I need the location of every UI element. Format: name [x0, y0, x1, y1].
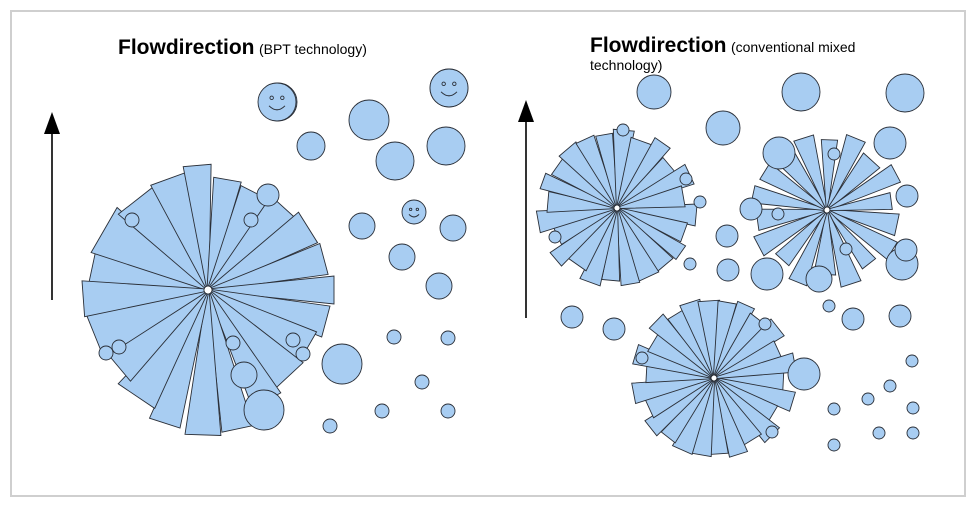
- floc-spoke: [81, 280, 205, 318]
- left-title-rest: (BPT technology): [258, 41, 367, 57]
- floc-spoke: [716, 352, 797, 379]
- particle: [716, 258, 740, 282]
- particle: [895, 184, 919, 208]
- smiley-eye: [452, 81, 457, 86]
- particle: [388, 243, 416, 271]
- left-large-floc: [81, 163, 335, 436]
- particle: [750, 257, 784, 291]
- right-floc-bottom: [631, 298, 797, 458]
- smiley-eye: [441, 81, 446, 86]
- smiley-eye: [280, 95, 285, 100]
- particle: [374, 403, 390, 419]
- smiley-face-icon: [401, 199, 427, 225]
- particle: [414, 374, 430, 390]
- smiley-mouth: [408, 214, 420, 218]
- right-floc-top-right: [750, 133, 902, 288]
- particle: [111, 339, 127, 355]
- particle: [693, 195, 707, 209]
- particle: [739, 197, 763, 221]
- left-title-bold: Flowdirection: [118, 36, 255, 59]
- particle: [321, 343, 363, 385]
- particle: [602, 317, 626, 341]
- particle: [225, 335, 241, 351]
- particle: [771, 207, 785, 221]
- particle: [348, 212, 376, 240]
- particle: [906, 426, 920, 440]
- particle: [872, 426, 886, 440]
- particle: [883, 379, 897, 393]
- particle: [758, 317, 772, 331]
- particle: [906, 401, 920, 415]
- particle: [873, 126, 907, 160]
- particle: [705, 110, 741, 146]
- particle: [822, 299, 836, 313]
- smiley-group: [257, 68, 469, 225]
- smiley-eye: [269, 95, 274, 100]
- particle: [98, 345, 114, 361]
- particle: [679, 172, 693, 186]
- particle: [322, 418, 338, 434]
- smiley-face: [257, 82, 297, 122]
- particle: [440, 403, 456, 419]
- particle: [256, 183, 280, 207]
- particle: [348, 99, 390, 141]
- left-panel-title: Flowdirection (BPT technology): [118, 36, 367, 59]
- particle: [635, 351, 649, 365]
- particle: [439, 214, 467, 242]
- particle: [905, 354, 919, 368]
- particle: [560, 305, 584, 329]
- particle: [765, 425, 779, 439]
- particle: [894, 238, 918, 262]
- particle: [386, 329, 402, 345]
- smiley-eye: [415, 207, 420, 212]
- particle: [124, 212, 140, 228]
- particle: [285, 332, 301, 348]
- particle: [243, 212, 259, 228]
- right-title-bold: Flowdirection: [590, 34, 727, 57]
- particle: [230, 361, 258, 389]
- particle: [888, 304, 912, 328]
- particle: [885, 73, 925, 113]
- floc-spoke: [829, 192, 893, 212]
- particle: [805, 265, 833, 293]
- particle: [683, 257, 697, 271]
- left-flow-arrow-icon: [44, 112, 60, 300]
- smiley-face: [429, 68, 469, 108]
- particle: [762, 136, 796, 170]
- particle: [827, 438, 841, 452]
- floc-spoke: [619, 185, 686, 209]
- particle: [440, 330, 456, 346]
- smiley-eye: [408, 207, 413, 212]
- particle: [861, 392, 875, 406]
- particle: [781, 72, 821, 112]
- particle: [548, 230, 562, 244]
- right-floc-top-left: [535, 128, 698, 287]
- particle: [841, 307, 865, 331]
- particle: [827, 402, 841, 416]
- particle: [839, 242, 853, 256]
- right-title-rest: (conventional mixed technology): [590, 39, 856, 74]
- particle: [827, 147, 841, 161]
- smiley-mouth: [440, 91, 458, 97]
- right-panel-title: Flowdirection (conventional mixed techno…: [590, 34, 920, 75]
- particle: [426, 126, 466, 166]
- right-flow-arrow-icon: [518, 100, 534, 318]
- smiley-face-icon: [429, 68, 469, 108]
- particle: [295, 346, 311, 362]
- particle: [243, 389, 285, 431]
- smiley-face-icon: [257, 82, 297, 122]
- smiley-face: [401, 199, 427, 225]
- particle: [787, 357, 821, 391]
- particle: [425, 272, 453, 300]
- particle: [616, 123, 630, 137]
- particle: [715, 224, 739, 248]
- particle: [636, 74, 672, 110]
- particle: [375, 141, 415, 181]
- particle: [296, 131, 326, 161]
- smiley-mouth: [268, 105, 286, 111]
